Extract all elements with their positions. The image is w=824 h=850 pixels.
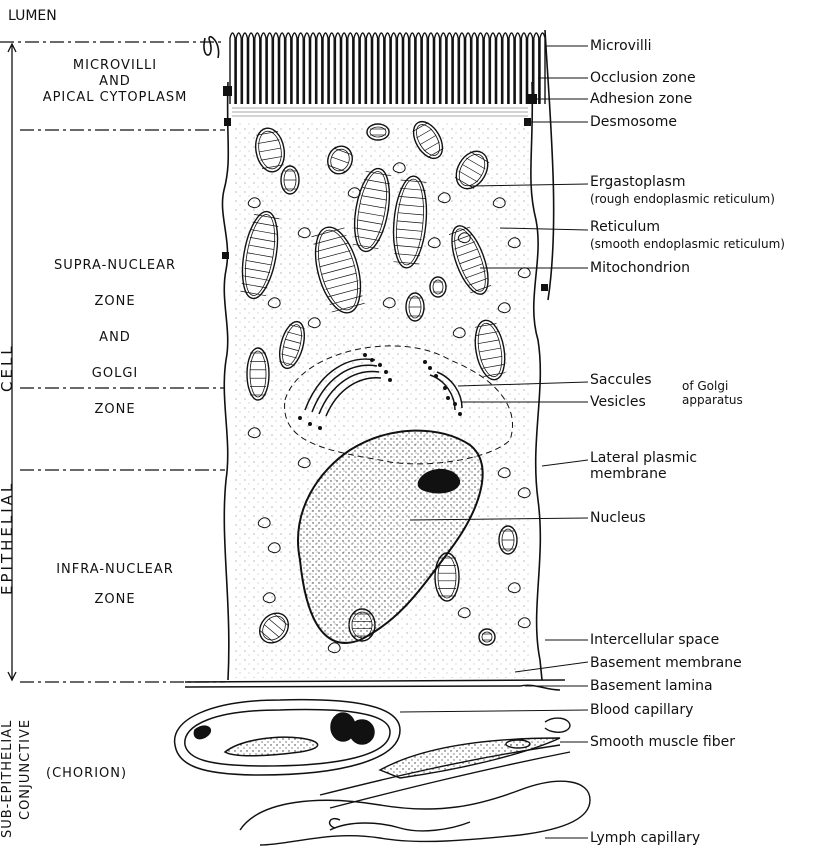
occlusion-zone-label: Occlusion zone [590, 70, 696, 86]
adhesion-zone-label: Adhesion zone [590, 91, 692, 107]
zone-line: ZONE [40, 392, 190, 428]
smooth-muscle-fiber-label: Smooth muscle fiber [590, 734, 735, 750]
zone-line: INFRA-NUCLEAR [40, 555, 190, 585]
blood-capillary-label: Blood capillary [590, 702, 693, 718]
conjunctive-vertical-label: CONJUNCTIVE [18, 719, 33, 820]
vesicles-label: Vesicles [590, 394, 646, 410]
basement-membrane-label: Basement membrane [590, 655, 742, 671]
basement-membrane [185, 680, 565, 690]
lateral-membrane-label-1: Lateral plasmic [590, 450, 697, 466]
cell-vertical-label: CELL [0, 343, 16, 392]
microvilli-label: Microvilli [590, 38, 652, 54]
supra-nuclear-zone-label: SUPRA-NUCLEAR ZONE AND GOLGI ZONE [40, 248, 190, 428]
lymph-capillary-label: Lymph capillary [590, 830, 700, 846]
zone-line: ZONE [40, 284, 190, 320]
reticulum-sub-label: (smooth endoplasmic reticulum) [590, 236, 785, 252]
terminal-web [232, 108, 528, 116]
zone-line: ZONE [40, 585, 190, 615]
sub-epithelial-vertical-label: SUB-EPITHELIAL [0, 720, 15, 838]
lateral-membrane-label-2: membrane [590, 466, 667, 482]
infra-nuclear-zone-label: INFRA-NUCLEAR ZONE [40, 555, 190, 615]
basement-lamina-label: Basement lamina [590, 678, 713, 694]
nucleus-label: Nucleus [590, 510, 646, 526]
zone-line: SUPRA-NUCLEAR [40, 248, 190, 284]
reticulum-label: Reticulum [590, 219, 660, 235]
apical-zone-label: MICROVILLI AND APICAL CYTOPLASM [40, 58, 190, 106]
zone-line: GOLGI [40, 356, 190, 392]
zone-line: MICROVILLI [40, 58, 190, 74]
mitochondrion-label: Mitochondrion [590, 260, 690, 276]
lumen-label: LUMEN [8, 8, 57, 24]
epithelial-vertical-label: EPITHELIAL [0, 481, 16, 595]
intercellular-space-label: Intercellular space [590, 632, 719, 648]
chorion-label: (CHORION) [46, 766, 127, 782]
smooth-muscle-fiber [320, 738, 570, 808]
zone-line: AND [40, 74, 190, 90]
saccules-label: Saccules [590, 372, 652, 388]
microvilli [230, 33, 545, 104]
golgi-label-2: apparatus [682, 392, 743, 408]
desmosome-label: Desmosome [590, 114, 677, 130]
ergastoplasm-sub-label: (rough endoplasmic reticulum) [590, 191, 775, 207]
ergastoplasm-label: Ergastoplasm [590, 174, 685, 190]
zone-line: APICAL CYTOPLASM [40, 90, 190, 106]
blood-capillary [175, 700, 400, 775]
zone-line: AND [40, 320, 190, 356]
